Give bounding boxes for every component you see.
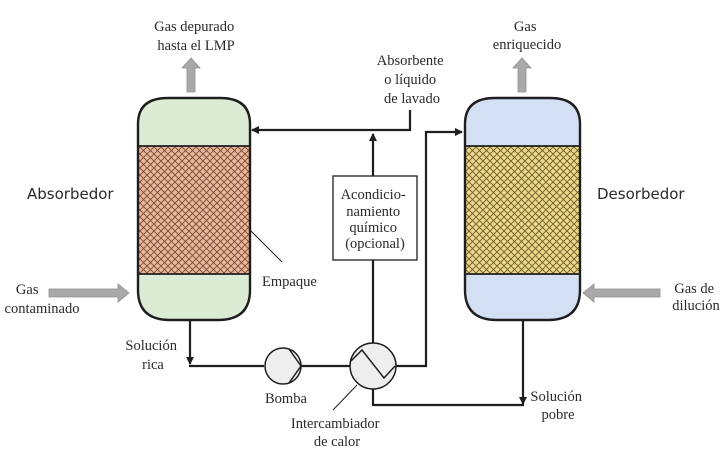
desorber-label: Desorbedor xyxy=(597,185,685,203)
absorbent-label: Absorbente o líquido de lavado xyxy=(377,53,447,107)
absorber-vessel xyxy=(136,96,252,322)
absorber-bottom xyxy=(138,274,250,320)
dilution-gas-label: Gas de dilución xyxy=(672,281,720,314)
pump-icon xyxy=(264,347,302,385)
heat-exchanger-icon xyxy=(349,342,397,390)
absorber-packing xyxy=(138,146,250,274)
enriched-gas-label: Gas enriquecido xyxy=(493,19,561,53)
clean-gas-label: Gas depurado hasta el LMP xyxy=(154,19,238,54)
heat-exchanger-label: Intercambiador de calor xyxy=(291,416,383,450)
contaminated-gas-label: Gas contaminado xyxy=(5,282,80,317)
packing-label: Empaque xyxy=(262,274,317,290)
absorber-shell xyxy=(138,97,250,146)
desorber-feed-line xyxy=(396,128,463,368)
rich-solution-label: Solución rica xyxy=(125,338,180,373)
pump-label: Bomba xyxy=(265,391,307,407)
lean-solution-label: Solución pobre xyxy=(530,389,585,423)
chem-conditioning-label: Acondicio- namiento químico (opcional) xyxy=(341,187,410,252)
dilution-gas-arrow xyxy=(582,283,661,303)
packing-leader-line xyxy=(249,229,283,263)
enriched-gas-arrow xyxy=(512,57,532,93)
absorbent-feed-line xyxy=(251,110,412,134)
clean-gas-arrow xyxy=(181,57,201,93)
chemical-conditioning-box xyxy=(332,175,418,261)
desorber-packing xyxy=(465,146,580,274)
exchanger-leader-line xyxy=(332,384,358,411)
desorber-vessel xyxy=(463,96,582,322)
absorber-label: Absorbedor xyxy=(27,185,114,203)
contaminated-gas-arrow xyxy=(48,283,130,303)
